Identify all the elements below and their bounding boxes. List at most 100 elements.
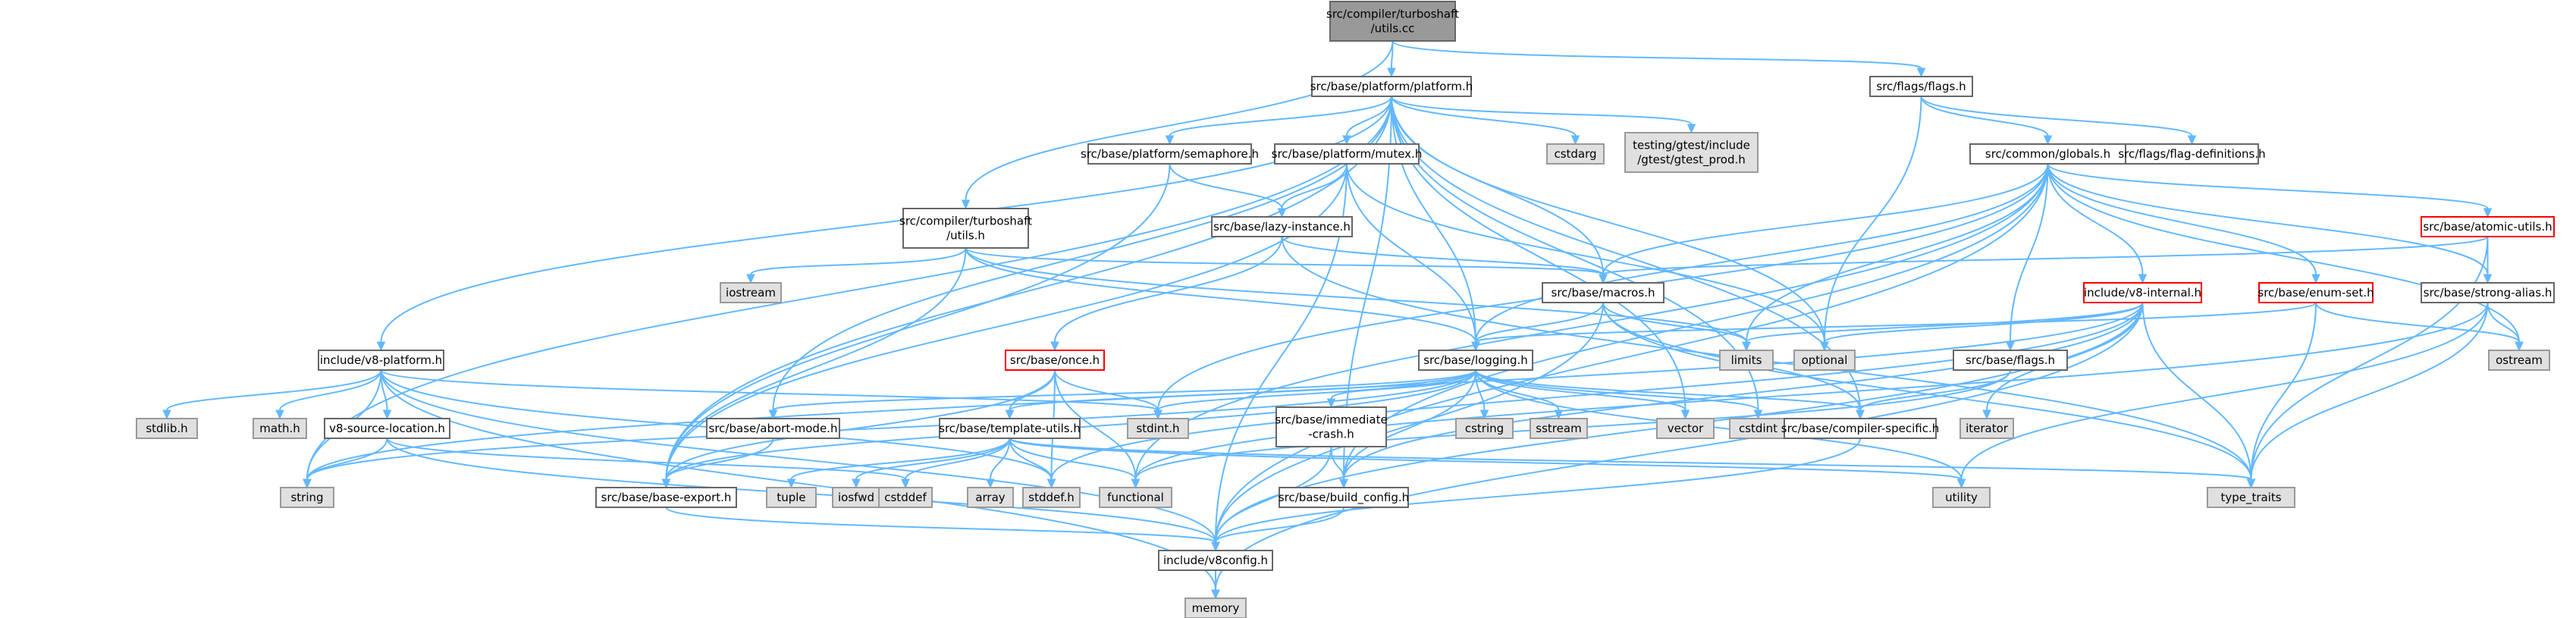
node-box — [1784, 418, 1937, 439]
node-label: src/base/macros.h — [1552, 286, 1655, 300]
node-v8-platform[interactable]: include/v8-platform.h — [318, 350, 444, 371]
node-box — [1959, 418, 2014, 439]
node-base-flags[interactable]: src/base/flags.h — [1953, 350, 2068, 371]
arrowhead — [2483, 208, 2493, 218]
edge-template-utils-to-functional — [1009, 438, 1141, 489]
node-strong-alias[interactable]: src/base/strong-alias.h — [2421, 282, 2555, 303]
node-label: /utils.cc — [1371, 22, 1415, 36]
node-box — [1455, 418, 1514, 439]
node-array: array — [967, 487, 1014, 508]
node-compiler-specific[interactable]: src/base/compiler-specific.h — [1781, 418, 1939, 439]
node-source-location[interactable]: v8-source-location.h — [324, 418, 450, 439]
node-semaphore[interactable]: src/base/platform/semaphore.h — [1081, 143, 1259, 165]
node-atomic-utils[interactable]: src/base/atomic-utils.h — [2421, 216, 2555, 237]
node-box — [720, 282, 782, 303]
arrowhead — [1131, 478, 1141, 489]
node-tuple: tuple — [766, 487, 817, 508]
node-stddef: stddef.h — [1022, 487, 1081, 508]
node-v8-internal[interactable]: include/v8-internal.h — [2083, 282, 2202, 303]
node-label: tuple — [777, 491, 805, 504]
edge-line — [1281, 163, 1348, 209]
node-build-config[interactable]: src/base/build_config.h — [1279, 487, 1409, 508]
node-box — [1329, 1, 1456, 42]
node-logging[interactable]: src/base/logging.h — [1418, 350, 1533, 371]
node-abort-mode[interactable]: src/base/abort-mode.h — [706, 418, 840, 439]
node-label: /utils.h — [946, 229, 985, 243]
node-limits: limits — [1719, 350, 1774, 371]
node-box — [595, 487, 737, 508]
node-label: -crash.h — [1308, 428, 1354, 441]
edge-line — [2250, 302, 2317, 480]
node-base-export[interactable]: src/base/base-export.h — [595, 487, 737, 508]
node-label: stdint.h — [1136, 422, 1179, 435]
arrowhead — [303, 478, 312, 489]
edge-logging-to-abort-mode — [768, 369, 1476, 420]
node-box — [280, 487, 334, 508]
edge-line — [306, 369, 1476, 480]
arrowhead — [1046, 478, 1056, 489]
edge-line — [380, 369, 1216, 543]
node-box — [1211, 216, 1353, 237]
node-box — [1275, 406, 1387, 447]
node-macros[interactable]: src/base/macros.h — [1542, 282, 1665, 303]
node-label: iterator — [1966, 422, 2009, 435]
edge-v8-platform-to-stdlib — [162, 369, 382, 420]
node-globals[interactable]: src/common/globals.h — [1969, 143, 2126, 165]
node-box — [2207, 487, 2295, 508]
arrowhead — [768, 409, 778, 420]
arrowhead — [746, 274, 755, 284]
edge-line — [1215, 438, 1861, 543]
edge-line — [2010, 163, 2049, 343]
node-box — [1127, 418, 1189, 439]
node-cstring: cstring — [1455, 418, 1514, 439]
edge-macros-to-logging — [1471, 302, 1604, 352]
edge-platform-to-cstdarg — [1391, 96, 1580, 146]
node-math: math.h — [253, 418, 307, 439]
node-v8config[interactable]: include/v8config.h — [1158, 550, 1273, 571]
edge-line — [1475, 302, 2317, 343]
node-platform[interactable]: src/base/platform/platform.h — [1310, 76, 1473, 97]
edge-line — [1330, 446, 1344, 480]
node-flag-defs[interactable]: src/flags/flag-definitions.h — [2118, 143, 2266, 165]
arrowhead — [2483, 274, 2493, 284]
node-box — [1729, 418, 1787, 439]
arrowhead — [786, 478, 796, 489]
node-label: src/base/template-utils.h — [939, 422, 1081, 435]
arrowhead — [1211, 541, 1220, 552]
edge-globals-to-atomic-utils — [2047, 163, 2493, 218]
node-mutex[interactable]: src/base/platform/mutex.h — [1272, 143, 1423, 165]
arrowhead — [2311, 274, 2320, 284]
node-template-utils[interactable]: src/base/template-utils.h — [939, 418, 1081, 439]
edge-globals-to-macros — [1599, 163, 2049, 284]
edge-line — [166, 369, 382, 411]
node-box — [1719, 350, 1774, 371]
node-box — [324, 418, 450, 439]
node-lazy-instance[interactable]: src/base/lazy-instance.h — [1211, 216, 1353, 237]
node-ts-utils-h[interactable]: src/compiler/turboshaft/utils.h — [899, 208, 1032, 249]
node-label: cstdarg — [1554, 147, 1596, 161]
node-once[interactable]: src/base/once.h — [1005, 350, 1105, 371]
edge-line — [1215, 302, 2144, 591]
node-root[interactable]: src/compiler/turboshaft/utils.cc — [1326, 1, 1459, 42]
arrowhead — [1680, 409, 1690, 420]
node-immediate-crash[interactable]: src/base/immediate-crash.h — [1275, 406, 1388, 447]
node-label: src/base/build_config.h — [1279, 491, 1409, 505]
edge-strong-alias-to-ostream — [2487, 302, 2524, 352]
edge-root-to-flags — [1392, 40, 1926, 78]
arrowhead — [382, 409, 392, 420]
node-label: memory — [1192, 601, 1240, 615]
node-enum-set[interactable]: src/base/enum-set.h — [2258, 282, 2374, 303]
node-optional: optional — [1793, 350, 1856, 371]
edge-semaphore-to-lazy-instance — [1169, 163, 1287, 218]
edge-template-utils-to-iosfwd — [852, 438, 1011, 489]
node-label: src/base/platform/semaphore.h — [1081, 147, 1259, 161]
arrowhead — [1153, 409, 1162, 420]
arrowhead — [2515, 341, 2524, 352]
node-box — [1932, 487, 1991, 508]
node-box — [1953, 350, 2068, 371]
node-flags[interactable]: src/flags/flags.h — [1869, 76, 1973, 97]
edge-enum-set-to-type-traits — [2246, 302, 2317, 489]
edge-line — [1475, 369, 1759, 411]
edge-line — [1602, 163, 2049, 275]
